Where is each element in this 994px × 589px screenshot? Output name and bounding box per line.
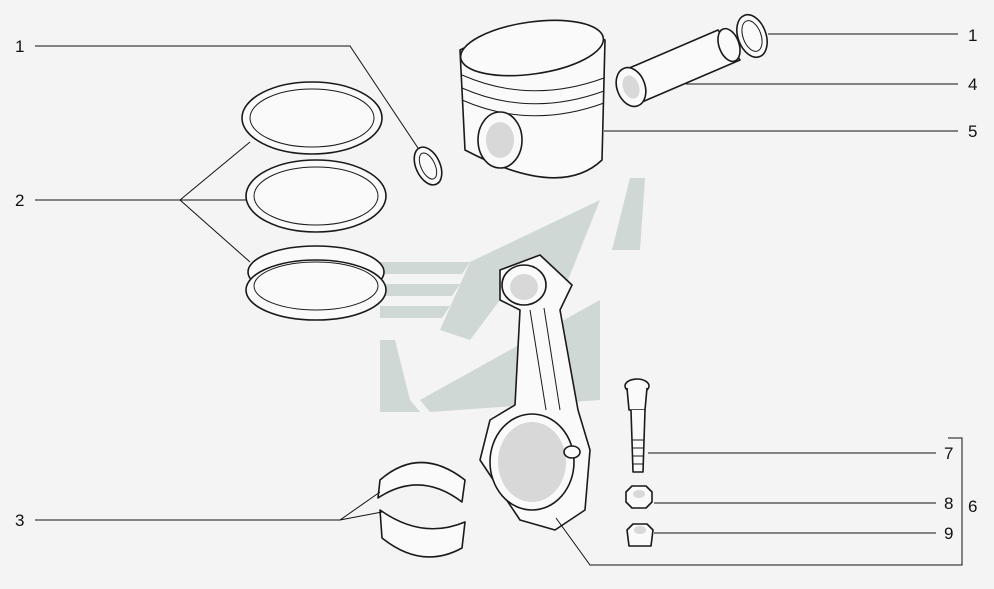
callout-9: 9 bbox=[944, 524, 953, 543]
circlip-right bbox=[736, 13, 768, 59]
leader-lines bbox=[35, 33, 963, 566]
callout-1-right: 1 bbox=[968, 26, 977, 45]
circlip-left bbox=[413, 146, 443, 186]
callout-4: 4 bbox=[968, 75, 977, 94]
con-rod-bolt bbox=[624, 378, 650, 473]
callout-1-left: 1 bbox=[15, 37, 24, 56]
callout-5: 5 bbox=[968, 122, 977, 141]
callout-7: 7 bbox=[944, 444, 953, 463]
callout-3: 3 bbox=[15, 511, 24, 530]
callout-8: 8 bbox=[944, 494, 953, 513]
bearing-shells bbox=[377, 461, 466, 558]
connecting-rod bbox=[479, 254, 591, 531]
callout-2: 2 bbox=[15, 191, 24, 210]
piston-rings bbox=[241, 81, 387, 321]
piston bbox=[459, 19, 606, 179]
piston-pin bbox=[615, 27, 741, 108]
callout-labels: 1 2 3 1 4 5 7 8 9 6 bbox=[15, 26, 977, 543]
con-rod-nuts bbox=[625, 485, 654, 547]
watermark-logo bbox=[350, 178, 645, 412]
callout-6: 6 bbox=[968, 497, 977, 516]
